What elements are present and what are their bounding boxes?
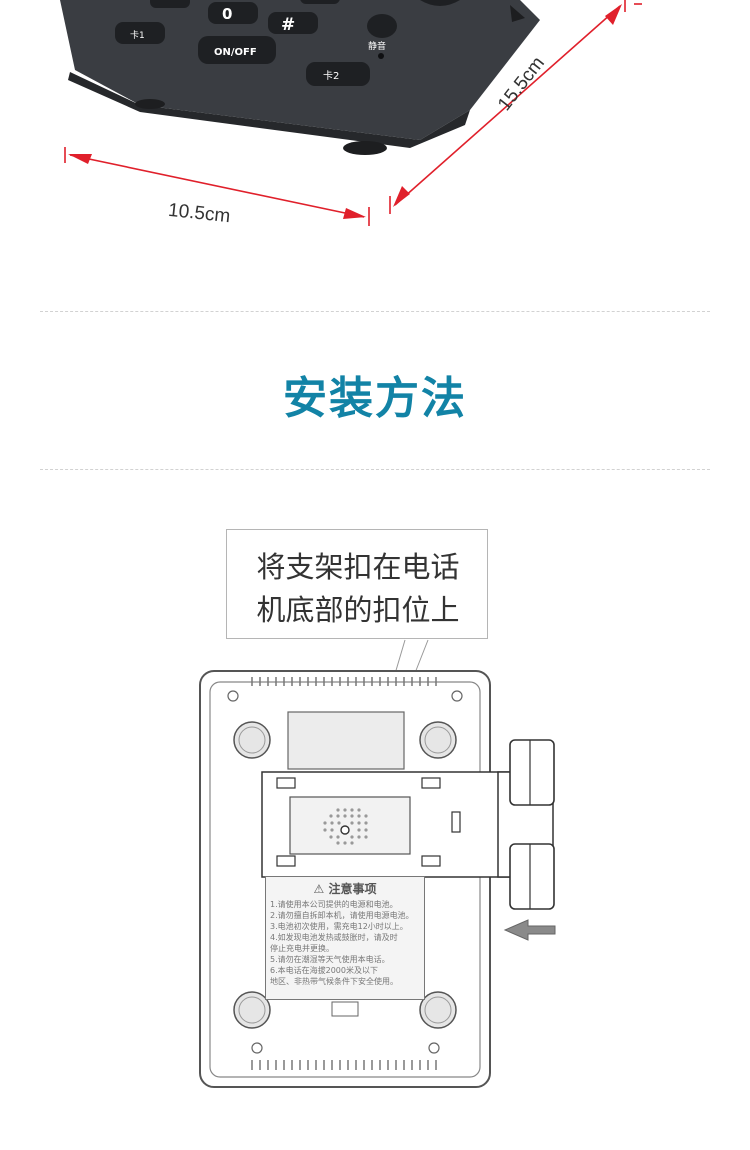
- bracket-clips: [276, 777, 461, 867]
- phone-dimension-photo: 0 # 卡1 ON/OFF 静音 卡2: [60, 0, 642, 226]
- phone-edge: [68, 72, 470, 148]
- top-recess: [287, 711, 405, 770]
- key-card2: [306, 62, 370, 86]
- key-top-right: [300, 0, 340, 4]
- width-dimension-arrow: [64, 147, 370, 226]
- key-mute-round: [367, 14, 397, 38]
- dial-arc: [420, 0, 460, 6]
- keypad-keys: [115, 0, 460, 86]
- key-onoff: [198, 36, 276, 64]
- screw-holes: [227, 690, 463, 1054]
- section-title: 安装方法: [283, 373, 467, 424]
- phone-body: [60, 0, 540, 140]
- phone-foot-left: [135, 99, 165, 109]
- phone-top-foot: [510, 5, 525, 22]
- vent-slots-top: [251, 677, 437, 686]
- phone-foot: [343, 141, 387, 155]
- vent-slots-bottom: [251, 1060, 437, 1070]
- warning-title: ⚠ 注意事项: [313, 882, 377, 896]
- warning-item: 5.请勿在潮湿等天气使用本电话。: [270, 955, 390, 964]
- key-mute-label: 静音: [368, 40, 386, 52]
- rubber-feet-inner: [238, 726, 452, 1024]
- section-divider-bottom: [40, 469, 710, 470]
- key-card1-label: 卡1: [130, 29, 145, 41]
- stand-foot-lower: [509, 843, 555, 910]
- key-star: [150, 0, 190, 8]
- key-card2-label: 卡2: [323, 69, 339, 82]
- warning-item: 停止充电并更换。: [270, 944, 334, 953]
- key-onoff-label: ON/OFF: [214, 47, 257, 58]
- speaker-holes: [323, 808, 368, 845]
- warning-item: 3.电池初次使用，需充电12小时以上。: [270, 922, 408, 931]
- key-hash: [268, 12, 318, 34]
- callout-line-2: 机底部的扣位上: [256, 593, 460, 627]
- key-zero-label: 0: [222, 5, 232, 23]
- key-zero: [208, 2, 258, 24]
- stand-foot-upper: [509, 739, 555, 806]
- phone-bottom-inner: [209, 681, 481, 1078]
- install-callout-box: 将支架扣在电话 机底部的扣位上: [226, 529, 488, 639]
- warning-item: 6.本电话在海拔2000米及以下: [270, 966, 378, 975]
- installation-diagram: [199, 639, 556, 1088]
- insert-arrow: [503, 919, 556, 941]
- depth-dimension-arrow: [389, 0, 642, 214]
- key-hash-label: #: [281, 15, 295, 35]
- warning-list: 1.请使用本公司提供的电源和电池。 2.请勿擅自拆卸本机，请使用电源电池。 3.…: [270, 899, 420, 987]
- key-card1: [115, 22, 165, 44]
- warning-item: 4.如发现电池发热或鼓胀时，请及时: [270, 933, 398, 942]
- warning-triangle-icon: ⚠: [313, 882, 329, 896]
- speaker-center: [340, 825, 350, 835]
- warning-label: ⚠ 注意事项 1.请使用本公司提供的电源和电池。 2.请勿擅自拆卸本机，请使用电…: [265, 876, 425, 1000]
- section-divider-top: [40, 311, 710, 312]
- warning-item: 1.请使用本公司提供的电源和电池。: [270, 900, 398, 909]
- mute-led: [378, 53, 384, 59]
- speaker-area: [289, 796, 411, 855]
- bottom-tab: [331, 1001, 359, 1017]
- warning-item: 地区、非热带气候条件下安全使用。: [270, 977, 398, 986]
- callout-line-1: 将支架扣在电话: [256, 550, 460, 584]
- warning-item: 2.请勿擅自拆卸本机，请使用电源电池。: [270, 911, 414, 920]
